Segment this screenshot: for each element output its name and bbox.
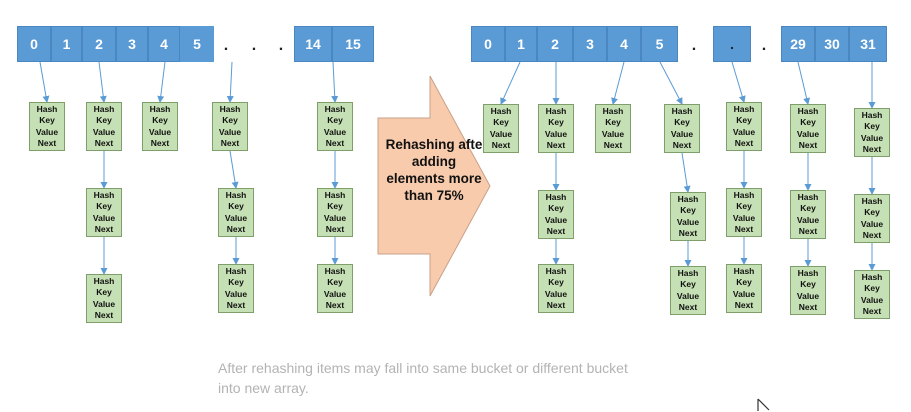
left-bucket-0: 0: [17, 26, 51, 62]
rehash-arrow: [377, 75, 491, 297]
left-bucket-4: 4: [148, 26, 180, 62]
left-bucket-15: 15: [332, 26, 374, 62]
right-bucket-30: 30: [815, 26, 849, 62]
right-bucket-29: 29: [781, 26, 815, 62]
mouse-cursor-icon: [757, 398, 770, 411]
connector-arrow: [659, 61, 683, 105]
connector-arrow: [157, 61, 166, 103]
connector-arrow: [98, 61, 107, 103]
connector-arrow: [611, 61, 625, 105]
left-ellipsis-2: .: [251, 37, 257, 54]
left-bucket-2: 2: [82, 26, 116, 62]
caption: After rehashing items may fall into same…: [218, 360, 628, 396]
connector-arrow: [681, 152, 691, 193]
right-bucket-3: 3: [573, 26, 607, 62]
right-ellipsis-3: .: [761, 37, 767, 54]
left-ellipsis-3: .: [278, 37, 284, 54]
left-bucket-5: 5: [180, 26, 214, 62]
connector-arrow: [331, 61, 339, 103]
right-bucket-gap: .: [713, 26, 751, 62]
right-bucket-0: 0: [471, 26, 505, 62]
connector-arrow: [500, 61, 521, 105]
connector-lines: [39, 61, 876, 275]
connector-arrow: [226, 61, 234, 103]
left-ellipsis-1: .: [223, 37, 229, 54]
right-bucket-5: 5: [641, 26, 678, 62]
connector-arrow: [731, 61, 746, 103]
left-bucket-14: 14: [294, 26, 332, 62]
connector-arrow: [797, 61, 811, 105]
right-bucket-4: 4: [607, 26, 641, 62]
right-bucket-1: 1: [505, 26, 537, 62]
right-bucket-2: 2: [537, 26, 573, 62]
rehash-arrow-label: Rehashing afte adding elements more than…: [385, 137, 483, 203]
left-bucket-1: 1: [51, 26, 82, 62]
connector-arrow: [39, 61, 50, 103]
connector-arrow: [229, 150, 239, 189]
right-bucket-31: 31: [849, 26, 887, 62]
left-bucket-3: 3: [116, 26, 148, 62]
right-ellipsis-1: .: [691, 37, 697, 54]
